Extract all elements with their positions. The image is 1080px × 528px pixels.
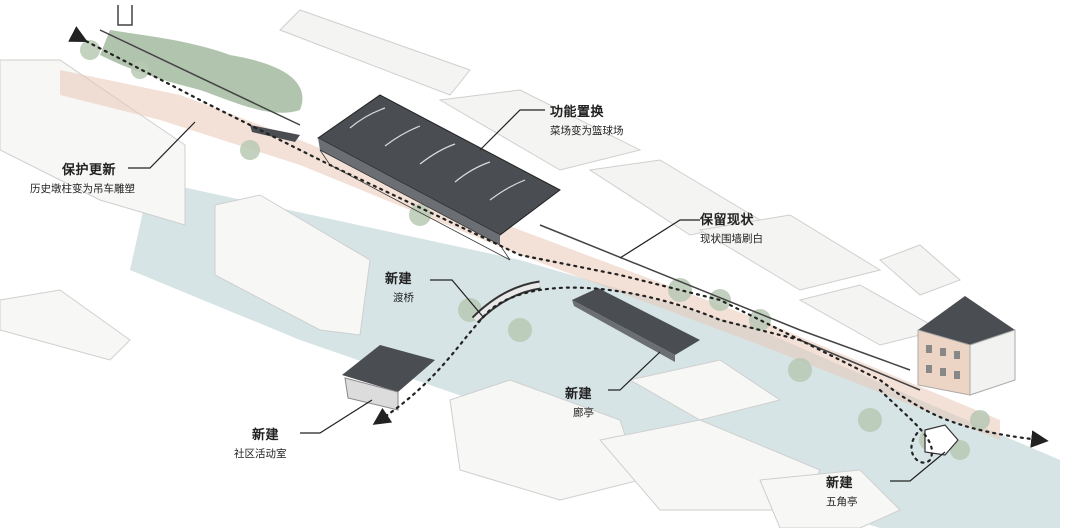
callout-new-bridge: 新建 渡桥 (385, 268, 414, 305)
walking-route (68, 26, 1049, 464)
callout-preserve-status: 保留现状 现状围墙刷白 (700, 209, 763, 246)
callout-title: 新建 (826, 476, 854, 491)
callout-title: 保护更新 (62, 163, 117, 178)
callout-title: 新建 (565, 387, 593, 402)
callout-new-corridor-pavilion: 新建 廊亭 (565, 383, 594, 420)
callout-leaders (128, 109, 946, 482)
callout-subtitle: 历史墩柱变为吊车雕塑 (30, 183, 135, 195)
callout-subtitle: 五角亭 (826, 496, 858, 508)
callout-subtitle: 廊亭 (573, 407, 594, 419)
callout-function-replacement: 功能置换 菜场变为篮球场 (550, 101, 624, 138)
callout-subtitle: 菜场变为篮球场 (550, 125, 624, 137)
callout-title: 新建 (252, 428, 280, 443)
callout-title: 保留现状 (700, 213, 755, 228)
callout-new-pentagon-pavilion: 新建 五角亭 (826, 472, 858, 509)
callout-subtitle: 现状围墙刷白 (700, 233, 763, 245)
callout-new-community-room: 新建 社区活动室 (234, 424, 287, 461)
callout-subtitle: 渡桥 (393, 292, 414, 304)
callout-subtitle: 社区活动室 (234, 448, 287, 460)
multi-storey-building (917, 296, 1016, 396)
callout-title: 功能置换 (550, 105, 605, 120)
callout-protect-renew: 保护更新 历史墩柱变为吊车雕塑 (30, 159, 135, 196)
callout-title: 新建 (385, 272, 413, 287)
